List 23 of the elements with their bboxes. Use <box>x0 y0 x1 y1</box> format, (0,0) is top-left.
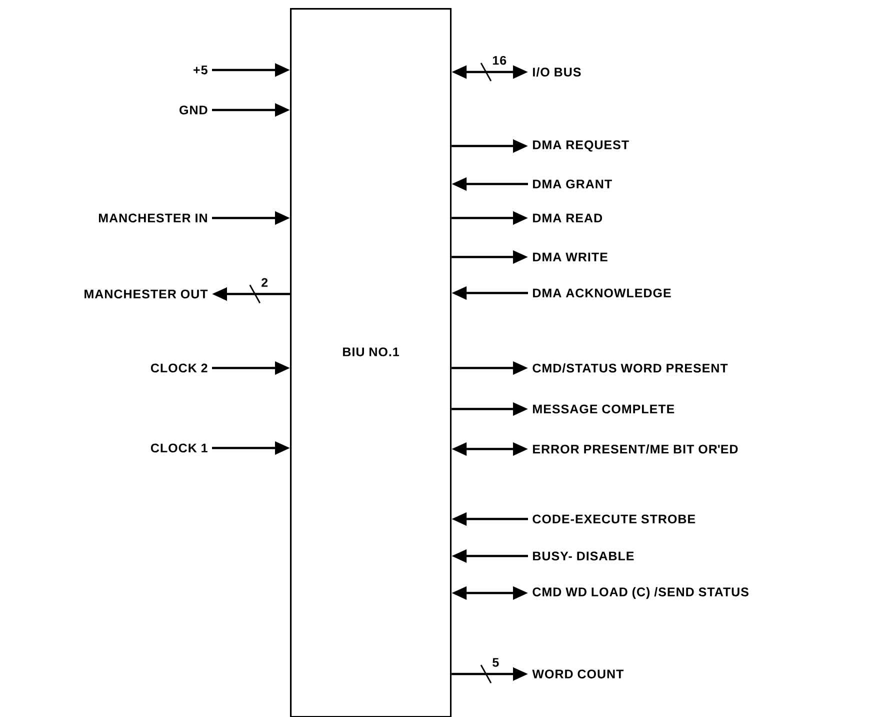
signal-label: DMA WRITE <box>533 252 608 262</box>
signal-label: CMD WD LOAD (C) /SEND STATUS <box>532 587 748 599</box>
signal-label: MESSAGE COMPLETE <box>533 404 674 414</box>
signal-label: ERROR PRESENT/ME BIT OR'ED <box>533 444 738 454</box>
signal-label: CODE-EXECUTE STROBE <box>532 514 696 524</box>
signal-label: MANCHESTER IN <box>98 214 207 222</box>
block-box: BIU NO.1 <box>290 8 452 717</box>
signal-label: DMA GRANT <box>533 180 612 188</box>
signal-label: CMD/STATUS WORD PRESENT <box>532 363 728 373</box>
signal-label: GND <box>180 106 208 114</box>
signal-label: CLOCK 1 <box>150 444 208 452</box>
bus-width-label: 16 <box>492 56 506 65</box>
bus-width-label: 2 <box>262 278 268 287</box>
signal-label: +5 <box>194 66 208 74</box>
signal-label: BUSY- DISABLE <box>533 552 634 560</box>
signal-label: I/O BUS <box>533 67 581 77</box>
signal-label: CLOCK 2 <box>150 364 208 372</box>
signal-label: MANCHESTER OUT <box>84 290 208 298</box>
signal-label: DMA REQUEST <box>533 140 629 152</box>
signal-label: DMA READ <box>533 214 602 222</box>
signal-label: WORD COUNT <box>532 670 624 678</box>
bus-width-label: 5 <box>492 658 499 667</box>
signal-label: DMA ACKNOWLEDGE <box>533 288 671 298</box>
